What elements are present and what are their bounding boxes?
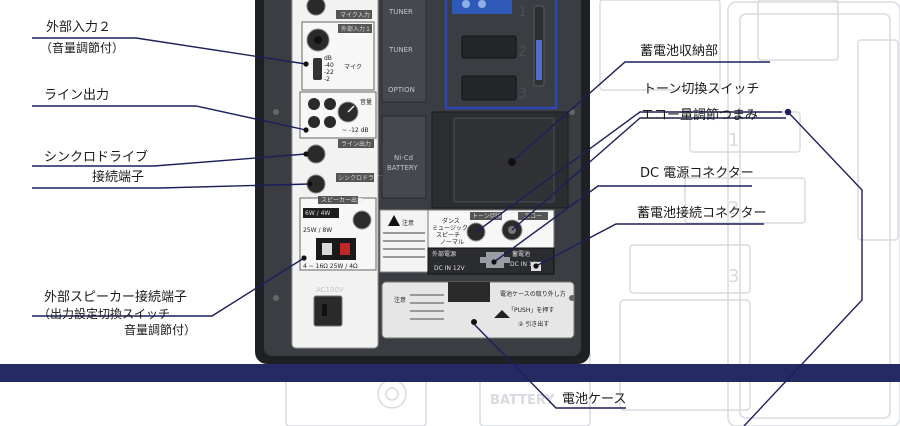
label-ext-speaker: 外部スピーカー接続端子: [44, 290, 188, 305]
ghost-slot-numbers: 1 2 3: [728, 130, 739, 287]
leader-dot: [533, 263, 539, 269]
line-out-jack-3[interactable]: [308, 116, 320, 128]
screw: [273, 295, 279, 301]
svg-text:-22: -22: [324, 69, 334, 76]
svg-text:「PUSH」を押す: 「PUSH」を押す: [508, 306, 554, 314]
label-battery-bay: 蓄電池収納部: [640, 44, 719, 59]
svg-text:マイク入力: マイク入力: [340, 11, 370, 19]
battery-section-label: [381, 115, 427, 199]
line-out-main-jack[interactable]: [306, 144, 326, 164]
svg-text:BATTERY: BATTERY: [387, 164, 418, 172]
mic-jack[interactable]: [306, 0, 326, 16]
svg-text:TUNER: TUNER: [388, 8, 413, 16]
svg-text:② 引き出す: ② 引き出す: [518, 320, 549, 328]
ghost-battery-text: BATTERY: [490, 393, 555, 408]
svg-text:ライン出力: ライン出力: [341, 140, 371, 148]
tuner-slot-frame: [444, 0, 558, 110]
leader-dot: [303, 61, 309, 67]
label-ext-input2: 外部入力２: [46, 20, 112, 35]
svg-text:外部電源: 外部電源: [432, 250, 456, 258]
svg-text:2: 2: [518, 44, 527, 60]
svg-text:ノーマル: ノーマル: [440, 239, 464, 246]
svg-text:スピーカー出力: スピーカー出力: [321, 196, 363, 204]
label-battery-connector: 蓄電池接続コネクター: [637, 206, 767, 221]
label-sync-drive-sub: 接続端子: [92, 170, 145, 185]
label-ext-speaker-sub2: 音量調節付）: [124, 323, 197, 337]
leader-dot: [303, 127, 309, 133]
svg-text:注意: 注意: [394, 296, 406, 304]
svg-text:6W / 4W: 6W / 4W: [305, 210, 330, 217]
leader-dot: [307, 181, 313, 187]
tuner-slot-2: [461, 35, 517, 59]
leader-dot: [491, 259, 497, 265]
label-ext-input2-sub: （音量調節付）: [40, 41, 125, 55]
label-ext-speaker-sub1: （出力設定切換スイッチ: [38, 307, 171, 321]
svg-text:エコー: エコー: [524, 213, 542, 220]
svg-text:ミュージック: ミュージック: [432, 225, 468, 232]
leader-dot: [303, 151, 309, 157]
svg-text:シンクロドライブ: シンクロドライブ: [338, 174, 386, 182]
svg-text:2: 2: [728, 198, 739, 219]
label-sync-drive: シンクロドライブ: [44, 150, 149, 165]
battery-case-latch[interactable]: [448, 282, 490, 302]
svg-text:-40: -40: [324, 62, 334, 69]
label-dc-connector: DC 電源コネクター: [640, 166, 754, 181]
svg-text:外部入力１: 外部入力１: [341, 25, 371, 33]
divider-band: [0, 364, 900, 382]
line-out-jack-2[interactable]: [324, 98, 336, 110]
svg-text:DC IN 12V: DC IN 12V: [434, 265, 466, 272]
svg-text:Ni-Cd: Ni-Cd: [394, 154, 413, 162]
svg-text:25W / 8W: 25W / 8W: [303, 227, 332, 234]
svg-text:3: 3: [728, 266, 739, 287]
svg-text:トーン切換: トーン切換: [472, 212, 502, 220]
screw: [273, 109, 279, 115]
battery-case-pointer: [471, 319, 477, 325]
leader-dot: [301, 255, 307, 261]
tuner-slot-3: [461, 75, 517, 101]
svg-text:AC100V: AC100V: [316, 286, 344, 294]
tuner-section: [381, 0, 427, 103]
label-echo-knob: エコー量調節つまみ: [641, 108, 759, 123]
label-tone-switch: トーン切換スイッチ: [643, 82, 760, 97]
line-out-jack-4[interactable]: [324, 116, 336, 128]
svg-text:電池ケースの取り外し方: 電池ケースの取り外し方: [500, 290, 566, 298]
label-battery-case: 電池ケース: [562, 392, 627, 407]
svg-text:3: 3: [518, 86, 527, 102]
svg-text:1: 1: [518, 4, 527, 20]
svg-text:蓄電池: 蓄電池: [512, 250, 530, 258]
mic-label-plate: [336, 10, 372, 19]
svg-text:注意: 注意: [402, 219, 414, 227]
svg-text:ダンス: ダンス: [442, 217, 460, 225]
svg-text:OPTION: OPTION: [388, 86, 415, 94]
svg-text:-2: -2: [324, 76, 330, 83]
svg-text:DC IN 12V: DC IN 12V: [510, 261, 542, 268]
line-out-jack-1[interactable]: [308, 98, 320, 110]
ghost-jack-inner: [385, 387, 399, 401]
svg-text:dB: dB: [324, 55, 332, 62]
mic-sensitivity-switch[interactable]: [313, 58, 322, 80]
svg-text:4 ~ 16Ω 25W / 4Ω: 4 ~ 16Ω 25W / 4Ω: [303, 263, 358, 270]
svg-text:スピーチ: スピーチ: [436, 232, 460, 239]
screw: [569, 295, 575, 301]
leader-dot: [784, 108, 792, 116]
speaker-volume-knob[interactable]: [352, 210, 372, 230]
svg-text:音量: 音量: [360, 98, 372, 106]
svg-text:マイク: マイク: [344, 64, 362, 71]
label-line-out: ライン出力: [44, 88, 110, 103]
output-select-switch[interactable]: [303, 208, 339, 218]
ghost-jack: [377, 379, 407, 409]
leader-lines: [32, 37, 863, 426]
svg-text:TUNER: TUNER: [388, 46, 413, 54]
ac-inlet[interactable]: [313, 295, 343, 327]
svg-text:~ -12 dB: ~ -12 dB: [342, 127, 369, 134]
svg-text:1: 1: [728, 130, 739, 151]
